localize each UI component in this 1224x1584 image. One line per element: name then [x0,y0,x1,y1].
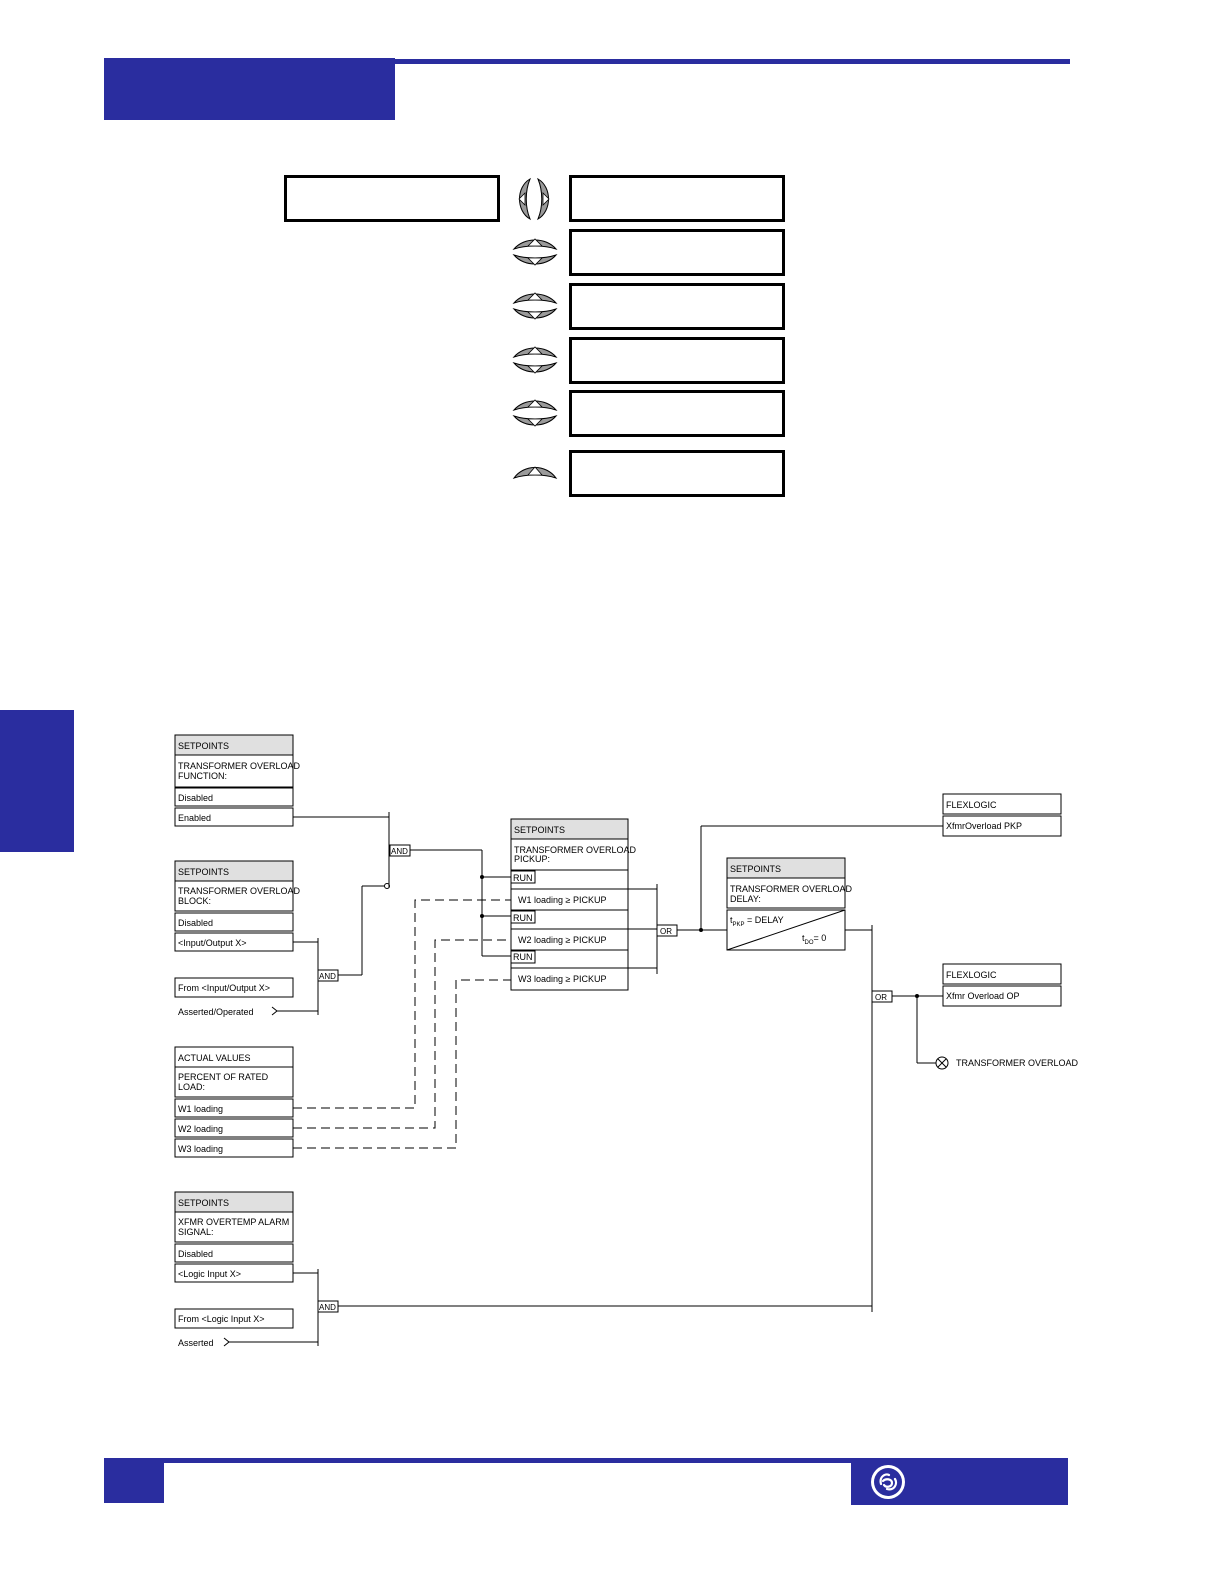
display-4 [569,337,785,384]
from-logic-box [174,1308,294,1329]
svg-text:SETPOINTS: SETPOINTS [178,867,229,877]
up-down-keys-icon[interactable] [512,231,558,273]
display-3 [569,283,785,330]
svg-text:TRANSFORMER OVERLOAD: TRANSFORMER OVERLOAD [514,845,637,855]
svg-text:Disabled: Disabled [178,918,213,928]
from-io-label: From <Input/Output X> [178,983,270,993]
flexlogic-op-block: FLEXLOGIC Xfmr Overload OP [942,963,1062,1007]
svg-text:tPKP = DELAY: tPKP = DELAY [730,915,784,928]
display-5 [569,390,785,437]
svg-text:W3 loading ≥ PICKUP: W3 loading ≥ PICKUP [518,974,606,984]
footer-rule [104,1458,1068,1463]
svg-text:W1 loading: W1 loading [178,1104,223,1114]
display-2 [569,229,785,276]
left-right-keys-icon[interactable] [510,177,558,221]
asserted-label: Asserted [178,1338,214,1348]
flexlogic-pkp-block: FLEXLOGIC XfmrOverload PKP [942,793,1062,837]
svg-text:Xfmr Overload OP: Xfmr Overload OP [946,991,1020,1001]
svg-text:PICKUP:: PICKUP: [514,854,550,864]
svg-text:XfmrOverload PKP: XfmrOverload PKP [946,821,1022,831]
ge-logo [871,1465,905,1499]
setpoint-function-block: SETPOINTS TRANSFORMER OVERLOAD FUNCTION:… [174,734,301,827]
delay-block: SETPOINTS TRANSFORMER OVERLOAD DELAY: tP… [726,857,853,951]
header-block [104,58,395,120]
pickup-block: SETPOINTS TRANSFORMER OVERLOAD PICKUP: R… [510,818,637,991]
svg-text:FUNCTION:: FUNCTION: [178,771,227,781]
svg-text:TRANSFORMER OVERLOAD: TRANSFORMER OVERLOAD [730,884,853,894]
svg-text:TRANSFORMER OVERLOAD: TRANSFORMER OVERLOAD [178,761,301,771]
svg-text:LOAD:: LOAD: [178,1082,205,1092]
svg-text:PERCENT OF RATED: PERCENT OF RATED [178,1072,269,1082]
svg-text:<Logic Input X>: <Logic Input X> [178,1269,241,1279]
signal-arrow-icon [223,1337,230,1347]
section-tab [0,710,74,852]
svg-text:W1 loading ≥ PICKUP: W1 loading ≥ PICKUP [518,895,606,905]
svg-text:Enabled: Enabled [178,813,211,823]
overload-indicator-icon [935,1056,949,1070]
svg-text:FLEXLOGIC: FLEXLOGIC [946,970,997,980]
svg-text:tDO= 0: tDO= 0 [802,933,826,946]
svg-text:XFMR OVERTEMP ALARM: XFMR OVERTEMP ALARM [178,1217,289,1227]
header-rule [395,59,1070,64]
svg-text:ACTUAL VALUES: ACTUAL VALUES [178,1053,251,1063]
svg-text:RUN: RUN [513,873,533,883]
svg-text:Disabled: Disabled [178,793,213,803]
asserted-operated-label: Asserted/Operated [178,1007,254,1017]
svg-text:RUN: RUN [513,913,533,923]
display-main [284,175,500,222]
up-key-icon[interactable] [512,458,558,484]
svg-text:AND: AND [391,847,408,856]
svg-text:OR: OR [660,927,672,936]
svg-text:AND: AND [319,1303,336,1312]
setpoints-header: SETPOINTS [178,741,229,751]
from-logic-label: From <Logic Input X> [178,1314,265,1324]
svg-text:W3 loading: W3 loading [178,1144,223,1154]
setpoint-block-block: SETPOINTS TRANSFORMER OVERLOAD BLOCK: Di… [174,860,301,952]
svg-text:OR: OR [875,993,887,1002]
svg-text:TRANSFORMER OVERLOAD: TRANSFORMER OVERLOAD [178,886,301,896]
svg-text:FLEXLOGIC: FLEXLOGIC [946,800,997,810]
svg-text:SETPOINTS: SETPOINTS [514,825,565,835]
svg-text:AND: AND [319,972,336,981]
svg-text:SIGNAL:: SIGNAL: [178,1227,214,1237]
display-6 [569,450,785,497]
svg-text:DELAY:: DELAY: [730,894,761,904]
svg-text:BLOCK:: BLOCK: [178,896,211,906]
up-down-keys-icon[interactable] [512,392,558,434]
transformer-overload-label: TRANSFORMER OVERLOAD [956,1058,1079,1068]
svg-text:RUN: RUN [513,952,533,962]
from-io-box [174,977,294,998]
signal-arrow-icon [271,1006,278,1016]
svg-text:<Input/Output X>: <Input/Output X> [178,938,247,948]
svg-text:Disabled: Disabled [178,1249,213,1259]
svg-text:SETPOINTS: SETPOINTS [730,864,781,874]
svg-text:SETPOINTS: SETPOINTS [178,1198,229,1208]
display-1 [569,175,785,222]
svg-text:W2 loading: W2 loading [178,1124,223,1134]
up-down-keys-icon[interactable] [512,285,558,327]
up-down-keys-icon[interactable] [512,339,558,381]
svg-text:W2 loading ≥ PICKUP: W2 loading ≥ PICKUP [518,935,606,945]
footer-page-block [104,1458,164,1503]
actual-values-block: ACTUAL VALUES PERCENT OF RATED LOAD: W1 … [174,1046,294,1158]
setpoint-alarm-block: SETPOINTS XFMR OVERTEMP ALARM SIGNAL: Di… [174,1191,294,1283]
